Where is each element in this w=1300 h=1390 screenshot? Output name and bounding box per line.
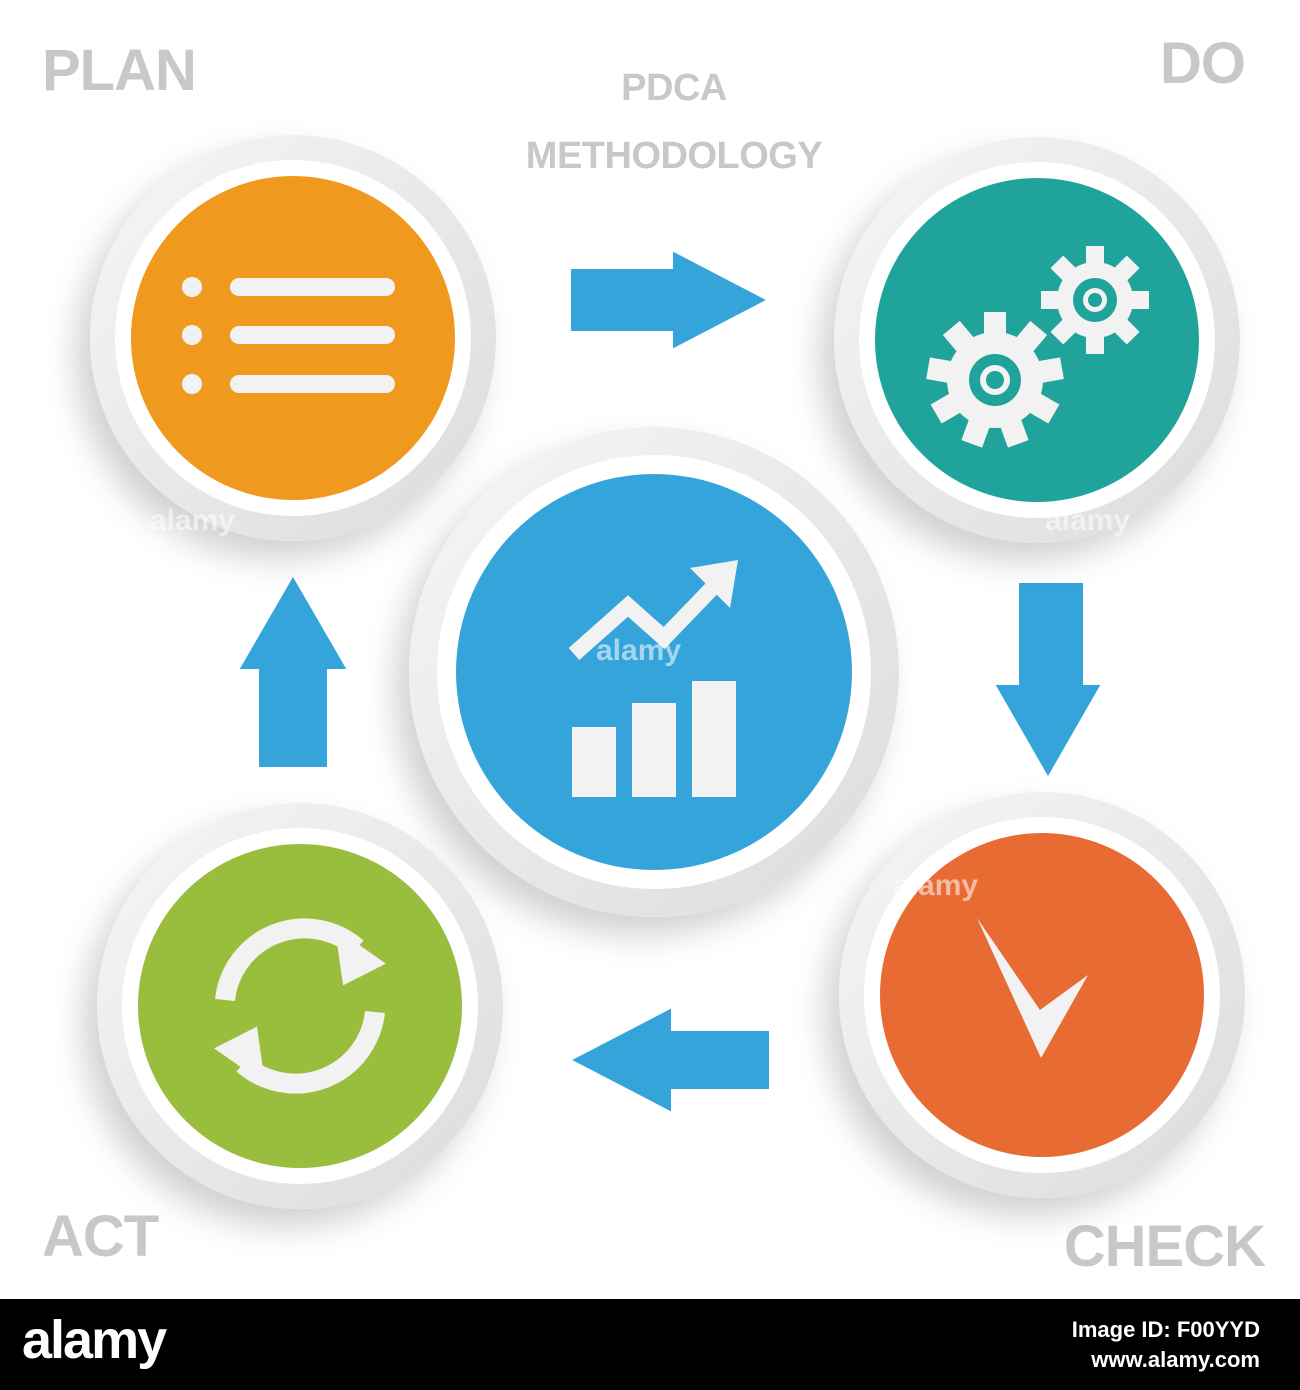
do-label: DO — [1160, 31, 1245, 96]
footer-bar: alamy Image ID: F00YYD www.alamy.com — [0, 1299, 1300, 1390]
plan-circle — [90, 135, 496, 541]
check-circle — [839, 792, 1245, 1198]
arrow-right-plan-to-do — [569, 248, 771, 352]
title-line-2: METHODOLOGY — [526, 135, 823, 177]
gears-icon — [926, 246, 1149, 448]
plan-label: PLAN — [42, 38, 196, 103]
watermark-text: alamy — [596, 634, 681, 667]
checkmark-icon — [977, 918, 1088, 1058]
center-disc — [456, 474, 852, 870]
act-circle — [97, 803, 503, 1209]
list-icon — [182, 277, 395, 394]
watermark-text: alamy — [893, 869, 978, 902]
title-line-1: PDCA — [621, 67, 727, 109]
watermark-text: alamy — [1045, 504, 1130, 537]
arrow-up-act-to-plan — [236, 573, 350, 769]
center-circle — [409, 427, 899, 917]
do-circle — [834, 137, 1240, 543]
check-label: CHECK — [1064, 1214, 1266, 1279]
arrow-down-do-to-check — [992, 581, 1104, 781]
growth-chart-icon — [568, 560, 738, 797]
pdca-diagram: PLAN DO ACT CHECK PDCA METHODOLOGY — [42, 31, 1267, 1279]
refresh-cycle-icon — [214, 918, 386, 1094]
watermark-text: alamy — [150, 504, 235, 537]
check-disc — [880, 833, 1204, 1157]
site-url: www.alamy.com — [1091, 1347, 1260, 1372]
alamy-logo: alamy — [22, 1310, 167, 1370]
image-id: Image ID: F00YYD — [1071, 1317, 1260, 1342]
footer-info: Image ID: F00YYD www.alamy.com — [1072, 1315, 1260, 1375]
act-disc — [138, 844, 462, 1168]
arrow-left-check-to-act — [567, 1005, 771, 1115]
act-label: ACT — [42, 1204, 159, 1269]
